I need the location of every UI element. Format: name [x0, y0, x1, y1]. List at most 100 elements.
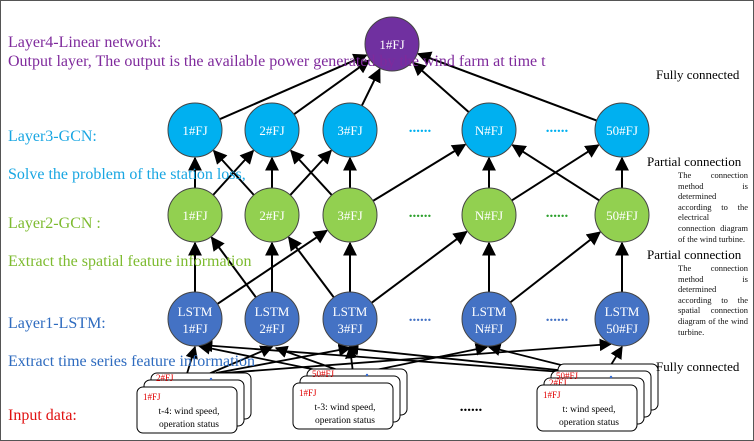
- gcn3-ellipsis-left: ......: [409, 120, 432, 136]
- gcn2-node: 50#FJ: [594, 187, 650, 243]
- node-label: 50#FJ: [606, 208, 638, 223]
- node-label: 50#FJ: [606, 123, 638, 138]
- input-stack: 50#FJ 1#FJ t-3: wind speed, operation statu…: [292, 368, 408, 430]
- edge-gcn3-to-output: [411, 61, 470, 113]
- input-stack: 2#FJ 1#FJ t-4: wind speed, operation status: [136, 372, 252, 434]
- node-label: 2#FJ: [259, 123, 284, 138]
- node-label: N#FJ: [475, 123, 503, 138]
- layer3-description: Solve the problem of the station loss,: [8, 166, 246, 183]
- gcn2-node: N#FJ: [461, 187, 517, 243]
- layer4-description: Output layer, The output is the availabl…: [8, 53, 546, 70]
- layer2-description: Extract the spatial feature information: [8, 253, 252, 270]
- input-back-label: 50#FJ: [312, 369, 335, 379]
- gcn3-node: 50#FJ: [594, 102, 650, 158]
- layer1-label: Layer1-LSTM: Extract time series feature…: [8, 295, 255, 371]
- node-label: LSTM: [472, 304, 507, 319]
- layer2-label: Layer2-GCN : Extract the spatial feature…: [8, 195, 251, 271]
- input-card-front: [536, 384, 638, 432]
- node-label: LSTM: [255, 304, 290, 319]
- edge-input-to-lstm: [199, 339, 577, 374]
- layer1-description: Extract time series feature information: [8, 353, 256, 370]
- input-line1: t-3: wind speed,: [315, 403, 376, 413]
- input-label: Input data:: [8, 387, 77, 425]
- input-title: Input data:: [8, 407, 77, 424]
- edge-gcn2-to-gcn3: [212, 149, 255, 196]
- lstm-ellipsis-left: ......: [409, 309, 432, 325]
- input-line1: t-4: wind speed,: [159, 407, 220, 417]
- gcn2-node: 3#FJ: [322, 187, 378, 243]
- node-label: LSTM: [605, 304, 640, 319]
- input-line2: operation status: [159, 420, 219, 430]
- input-card-front: [136, 386, 238, 434]
- node-label: 2#FJ: [259, 208, 284, 223]
- partial-connection-2-label: Partial connection: [647, 247, 742, 262]
- lstm-node: LSTM 2#FJ: [244, 291, 300, 347]
- partial-connection-1-label: Partial connection: [647, 154, 742, 169]
- partial-connection-2-note: The connection method is determined acco…: [678, 263, 748, 337]
- lstm-ellipsis-right: ......: [546, 309, 569, 325]
- node-label: N#FJ: [475, 321, 503, 336]
- node-label: 1#FJ: [379, 37, 404, 52]
- node-label: 1#FJ: [182, 208, 207, 223]
- layer2-title: Layer2-GCN :: [8, 215, 101, 232]
- node-label: 3#FJ: [337, 208, 362, 223]
- node-label: N#FJ: [475, 208, 503, 223]
- input-front-label: 1#FJ: [143, 392, 161, 402]
- edge-lstm-to-gcn2: [509, 231, 602, 304]
- fully-connected-top-label: Fully connected: [656, 67, 740, 82]
- node-label: 3#FJ: [337, 123, 362, 138]
- node-label: 2#FJ: [259, 321, 284, 336]
- edge-input-to-lstm: [345, 342, 587, 374]
- edge-gcn3-to-output: [416, 51, 598, 122]
- input-front-label: 1#FJ: [543, 390, 561, 400]
- lstm-node: LSTM N#FJ: [461, 291, 517, 347]
- edge-gcn2-to-gcn3: [289, 149, 333, 196]
- input-back-label: 2#FJ: [156, 373, 174, 383]
- edge-input-to-lstm: [210, 338, 613, 375]
- gcn3-node: 1#FJ: [167, 102, 223, 158]
- edge-gcn3-to-output: [360, 67, 381, 107]
- lstm-node: LSTM 50#FJ: [594, 291, 650, 347]
- input-dot: [365, 373, 369, 377]
- input-card-front: [292, 382, 394, 430]
- layer3-title: Layer3-GCN:: [8, 128, 97, 145]
- input-dot: [209, 377, 213, 381]
- output-node: 1#FJ: [364, 16, 420, 72]
- gcn2-node: 2#FJ: [244, 187, 300, 243]
- gcn3-ellipsis-right: ......: [546, 120, 569, 136]
- edge-gcn2-to-gcn3: [511, 144, 600, 202]
- partial-connection-1-note: The connection method is determined acco…: [678, 170, 748, 244]
- node-label: 1#FJ: [182, 321, 207, 336]
- edge-input-to-lstm: [205, 345, 274, 376]
- gcn3-node: 2#FJ: [244, 102, 300, 158]
- fully-connected-bottom-label: Fully connected: [656, 359, 740, 374]
- input-back-label: 2#FJ: [549, 378, 567, 388]
- edge-gcn3-to-output: [293, 59, 371, 116]
- input-line1: t: wind speed,: [562, 405, 615, 415]
- input-line2: operation status: [559, 418, 619, 428]
- edge-input-to-lstm: [185, 345, 198, 378]
- gcn2-ellipsis-left: ......: [409, 205, 432, 221]
- layer1-title: Layer1-LSTM:: [8, 315, 106, 332]
- edge-lstm-to-gcn2: [287, 236, 335, 298]
- input-back-label: 50#FJ: [556, 371, 579, 381]
- node-label: 3#FJ: [337, 321, 362, 336]
- layer3-label: Layer3-GCN: Solve the problem of the sta…: [8, 108, 246, 184]
- gcn3-node: N#FJ: [461, 102, 517, 158]
- edge-gcn2-to-gcn3: [372, 143, 467, 202]
- edge-lstm-to-gcn2: [210, 236, 257, 298]
- input-front-label: 1#FJ: [299, 388, 317, 398]
- layer4-title: Layer4-Linear network:: [8, 34, 162, 51]
- node-label: LSTM: [333, 304, 368, 319]
- lstm-node: LSTM 1#FJ: [167, 291, 223, 347]
- node-label: LSTM: [178, 304, 213, 319]
- gcn2-node: 1#FJ: [167, 187, 223, 243]
- node-label: 50#FJ: [606, 321, 638, 336]
- input-dot: [609, 375, 613, 379]
- input-stack: 50#FJ2#FJ 1#FJt: wind speed, operation sta…: [536, 363, 659, 432]
- gcn2-ellipsis-right: ......: [546, 205, 569, 221]
- edge-input-to-lstm: [197, 342, 332, 374]
- gcn3-node: 3#FJ: [322, 102, 378, 158]
- input-line2: operation status: [315, 416, 375, 426]
